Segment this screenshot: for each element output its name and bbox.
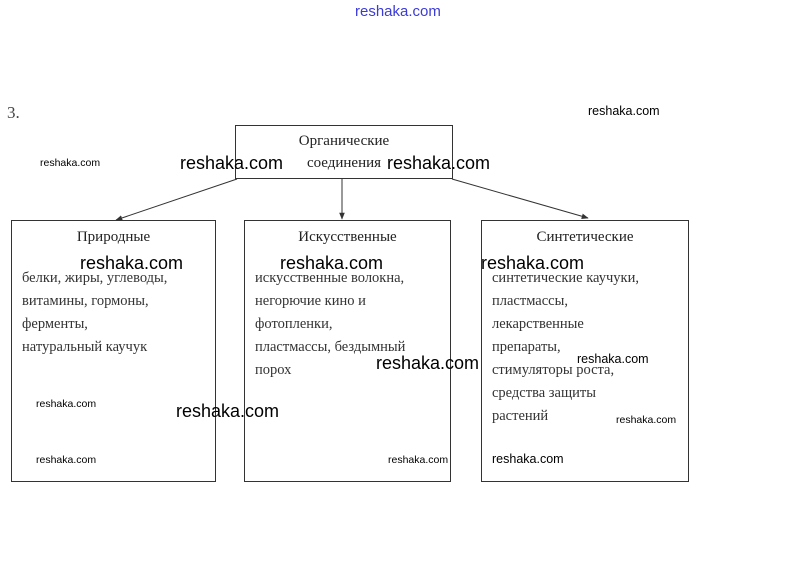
content-line: пластмассы, — [492, 293, 568, 309]
watermark: reshaka.com — [80, 253, 184, 273]
box-artificial-content: искусственные волокна, негорючие кино и … — [255, 267, 444, 382]
box-natural: Природные белки, жиры, углеводы, витамин… — [11, 220, 216, 482]
watermark: reshaka.com — [180, 153, 284, 173]
watermark: reshaka.com — [280, 253, 384, 273]
task-number: 3. — [7, 103, 20, 122]
arrow-to-natural — [115, 178, 238, 221]
content-line: натуральный каучук — [22, 339, 148, 355]
watermark: reshaka.com — [388, 454, 449, 466]
content-line: белки, жиры, углеводы, — [22, 270, 168, 286]
content-line: растений — [492, 408, 549, 424]
box-natural-title: Природные — [76, 229, 151, 245]
content-line: порох — [255, 362, 292, 378]
watermark: reshaka.com — [36, 398, 97, 410]
content-line: ферменты, — [22, 316, 88, 332]
content-line: искусственные волокна, — [255, 270, 405, 286]
watermark: reshaka.com — [176, 401, 280, 421]
watermark: reshaka.com — [387, 153, 491, 173]
arrow-to-synthetic — [451, 178, 589, 219]
watermark: reshaka.com — [577, 352, 649, 366]
box-synthetic-content: синтетические каучуки, пластмассы, лекар… — [492, 267, 682, 428]
site-link[interactable]: reshaka.com — [355, 3, 441, 20]
content-line: лекарственные — [492, 316, 584, 332]
watermark: reshaka.com — [36, 454, 97, 466]
content-line: стимуляторы роста, — [492, 362, 615, 378]
root-title-line2: соединения — [306, 155, 382, 171]
watermark: reshaka.com — [616, 414, 677, 426]
content-line: пластмассы, бездымный — [255, 339, 406, 355]
watermark: reshaka.com — [376, 353, 480, 373]
watermark: reshaka.com — [481, 253, 585, 273]
box-synthetic-title: Синтетические — [536, 229, 634, 245]
box-natural-content: белки, жиры, углеводы, витамины, гормоны… — [22, 267, 209, 359]
content-line: фотопленки, — [255, 316, 333, 332]
box-artificial-title: Искусственные — [298, 229, 397, 245]
box-synthetic: Синтетические синтетические каучуки, пла… — [481, 220, 689, 482]
content-line: витамины, гормоны, — [22, 293, 149, 309]
watermark: reshaka.com — [492, 452, 564, 466]
content-line: негорючие кино и — [255, 293, 366, 309]
content-line: препараты, — [492, 339, 561, 355]
watermark: reshaka.com — [40, 157, 101, 169]
watermark: reshaka.com — [588, 104, 660, 118]
root-title-line1: Органические — [298, 133, 390, 149]
content-line: синтетические каучуки, — [492, 270, 639, 286]
content-line: средства защиты — [492, 385, 596, 401]
root-box-organic-compounds: Органические соединения — [235, 125, 453, 179]
box-artificial: Искусственные искусственные волокна, нег… — [244, 220, 451, 482]
